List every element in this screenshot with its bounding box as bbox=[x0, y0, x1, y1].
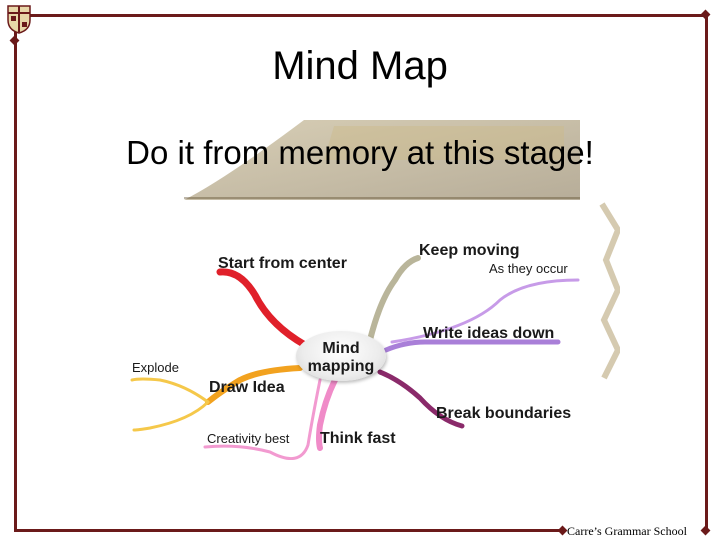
label-break-boundaries: Break boundaries bbox=[436, 405, 571, 423]
mindmap-center-line1: Mind bbox=[296, 340, 386, 358]
footer-school-name: Carre’s Grammar School bbox=[567, 524, 707, 539]
label-keep-moving: Keep moving bbox=[419, 242, 519, 260]
branch-start-from-center bbox=[220, 272, 305, 345]
label-think-fast: Think fast bbox=[320, 430, 396, 448]
mindmap-center-line2: mapping bbox=[296, 358, 386, 376]
label-write-ideas-down: Write ideas down bbox=[423, 325, 554, 343]
label-start-from-center: Start from center bbox=[218, 255, 347, 273]
branch-explode-b bbox=[134, 402, 208, 430]
label-draw-idea: Draw Idea bbox=[209, 379, 285, 397]
mindmap-center-label: Mind mapping bbox=[296, 340, 386, 376]
label-creativity-best: Creativity best bbox=[207, 431, 289, 446]
branch-keep-moving bbox=[370, 258, 418, 340]
branch-explode-a bbox=[132, 379, 208, 402]
label-as-they-occur: As they occur bbox=[489, 261, 568, 276]
branch-write-ideas-down bbox=[386, 342, 558, 350]
label-explode: Explode bbox=[132, 360, 179, 375]
